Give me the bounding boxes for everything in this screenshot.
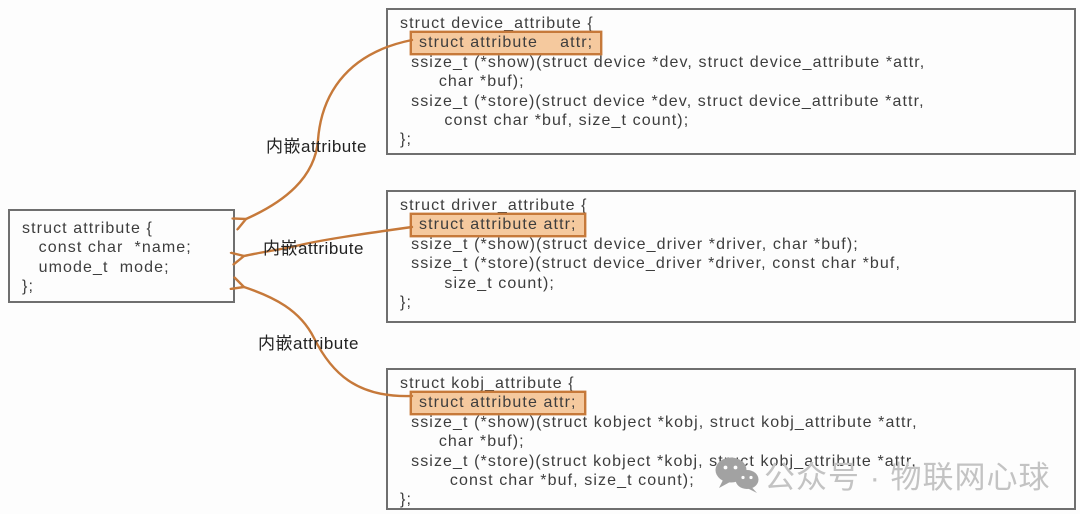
embedded-attribute-highlight: struct attribute attr; (412, 215, 584, 235)
struct-device-attribute-box: struct device_attribute { struct attribu… (386, 8, 1076, 155)
code-line: struct device_attribute { (400, 15, 594, 32)
code-line: ssize_t (*show)(struct device_driver *dr… (400, 235, 859, 253)
code-line: char *buf); (400, 73, 525, 91)
struct-attribute-box: struct attribute { const char *name; umo… (8, 209, 235, 303)
code-line: char *buf); (400, 433, 525, 451)
code-line: struct attribute attr; (400, 33, 1074, 53)
code-line: struct attribute attr; (400, 393, 1074, 413)
embedded-attribute-highlight: struct attribute attr; (412, 393, 584, 413)
code-line: }; (400, 491, 412, 509)
code-line: ssize_t (*store)(struct device *dev, str… (400, 92, 925, 110)
code-line: umode_t mode; (22, 258, 170, 276)
embedded-attribute-label: 内嵌attribute (266, 137, 367, 156)
code-line: ssize_t (*store)(struct device_driver *d… (400, 255, 901, 273)
watermark-text: 公众号 · 物联网心球 (764, 460, 1051, 495)
code-line: const char *name; (22, 239, 192, 257)
code-line: struct kobj_attribute { (400, 375, 575, 392)
code-line: const char *buf, size_t count); (400, 471, 695, 489)
code-line: }; (400, 131, 412, 149)
code-line: size_t count); (400, 274, 555, 292)
code-line: ssize_t (*show)(struct kobject *kobj, st… (400, 413, 918, 431)
code-line: struct attribute attr; (400, 215, 1074, 235)
code-line: ssize_t (*show)(struct device *dev, stru… (400, 53, 926, 71)
struct-driver-attribute-box: struct driver_attribute { struct attribu… (386, 190, 1076, 323)
struct-kobj-attribute-box: struct kobj_attribute { struct attribute… (386, 368, 1076, 510)
wechat-icon (715, 457, 759, 493)
code-line: }; (22, 278, 34, 296)
embedded-attribute-label: 内嵌attribute (263, 239, 364, 258)
embedded-attribute-highlight: struct attribute attr; (412, 33, 601, 53)
watermark: 公众号 · 物联网心球 (714, 452, 1051, 497)
code-line: struct driver_attribute { (400, 197, 588, 214)
code-line: struct attribute { (22, 220, 153, 237)
embedded-attribute-label: 内嵌attribute (258, 334, 359, 353)
code-line: }; (400, 293, 412, 311)
code-line: const char *buf, size_t count); (400, 111, 690, 129)
